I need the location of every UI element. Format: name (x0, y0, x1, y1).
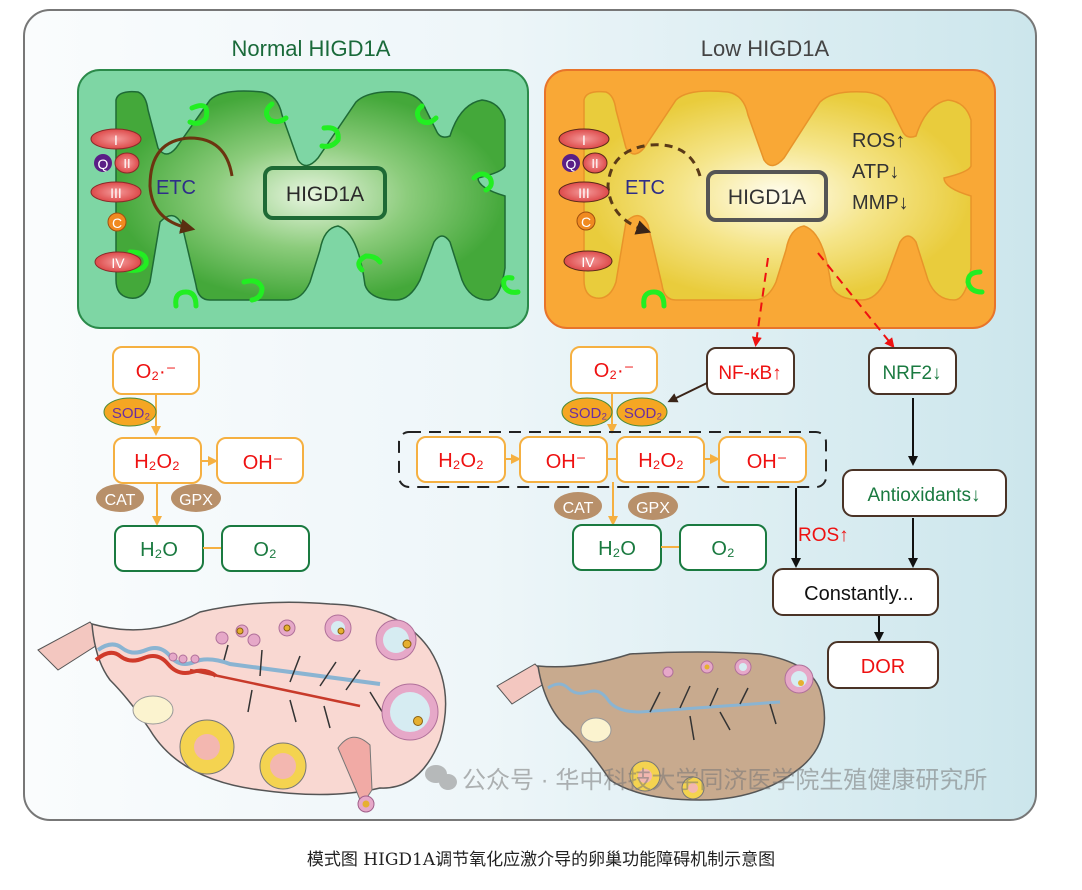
svg-text:Q: Q (566, 156, 577, 172)
low-chain-oh-2: OH⁻ (747, 451, 788, 473)
normal-ros-pathway: O₂·⁻ SOD₂ H₂O₂ OH⁻ CAT GPX H₂O O₂ (96, 346, 310, 572)
svg-text:II: II (123, 156, 130, 171)
low-chain-h2o2-2: H₂O₂ (638, 450, 684, 472)
low-etc-label: ETC (625, 177, 665, 199)
low-h2o: H₂O (598, 538, 636, 560)
low-ovary-illustration (496, 651, 826, 801)
dor-box (827, 641, 939, 689)
svg-text:C: C (112, 215, 122, 231)
antioxidants-box (842, 469, 1007, 517)
nrf2-box (868, 347, 957, 395)
signaling-cascade: NF-κB↑ NRF2↓ Antioxidants↓ ROS↑ Constant… (667, 347, 1007, 689)
normal-h2o: H₂O (140, 539, 178, 561)
normal-etc-complexes: I Q II III C IV (90, 128, 142, 273)
normal-panel-title: Normal HIGD1A (232, 36, 391, 61)
normal-o2: O₂ (253, 539, 276, 561)
svg-text:I: I (114, 132, 118, 148)
normal-sod2: SOD₂ (112, 405, 151, 422)
normal-superoxide: O₂·⁻ (136, 361, 177, 383)
figure-caption: 模式图 HIGD1A调节氧化应激介导的卵巢功能障碍机制示意图 (306, 850, 776, 870)
low-chain-h2o2-1: H₂O₂ (438, 450, 484, 472)
watermark-text: 公众号 · 华中科技大学同济医学院生殖健康研究所 (462, 767, 987, 794)
low-panel-title: Low HIGD1A (701, 36, 830, 61)
arrow-higd1a-to-nrf2 (817, 252, 895, 349)
antioxidants-label: Antioxidants↓ (867, 485, 980, 506)
nfkb-box (706, 347, 795, 395)
normal-ovary-illustration (37, 601, 447, 813)
ros-cycle-dashed-box (398, 431, 827, 488)
normal-higd1a-box (263, 166, 387, 220)
normal-mitochondrion: ETC HIGD1A I Q II III C IV (77, 69, 529, 329)
low-higd1a-box (706, 170, 828, 222)
svg-text:III: III (578, 185, 590, 201)
low-etc-complexes: I Q II III C IV (558, 128, 613, 272)
normal-cat: CAT (105, 492, 136, 509)
normal-higd1a-label: HIGD1A (286, 183, 364, 206)
low-gpx: GPX (636, 500, 670, 517)
low-effect-atp: ATP↓ (852, 161, 899, 183)
low-mitochondrion: ETC HIGD1A ROS↑ ATP↓ MMP↓ I Q II III C I… (544, 69, 996, 329)
low-superoxide: O₂·⁻ (594, 360, 635, 382)
watermark: 公众号 · 华中科技大学同济医学院生殖健康研究所 (425, 765, 987, 794)
low-sod2-1: SOD₂ (569, 405, 608, 422)
svg-text:IV: IV (111, 255, 125, 271)
low-ros-pathway: O₂·⁻ SOD₂ SOD₂ H₂O₂ OH⁻ H₂O₂ OH⁻ CAT GPX… (398, 346, 827, 571)
low-sod2-2: SOD₂ (624, 405, 663, 422)
svg-text:C: C (581, 214, 591, 230)
normal-h2o2: H₂O₂ (134, 451, 180, 473)
low-cat: CAT (563, 500, 594, 517)
svg-text:II: II (591, 156, 598, 171)
constantly-label: Constantly... (804, 583, 914, 605)
dor-label: DOR (861, 656, 905, 678)
svg-text:IV: IV (581, 254, 595, 270)
nrf2-label: NRF2↓ (882, 363, 941, 384)
low-effect-ros: ROS↑ (852, 130, 905, 152)
svg-text:III: III (110, 185, 122, 201)
svg-text:I: I (582, 132, 586, 148)
normal-oh: OH⁻ (243, 452, 284, 474)
low-effect-mmp: MMP↓ (852, 192, 909, 214)
normal-etc-label: ETC (156, 177, 196, 199)
wechat-icon (425, 765, 457, 790)
nfkb-label: NF-κB↑ (718, 363, 781, 384)
low-chain-oh-1: OH⁻ (546, 451, 587, 473)
low-o2: O₂ (711, 538, 734, 560)
low-higd1a-label: HIGD1A (728, 186, 806, 209)
constantly-box (772, 568, 939, 616)
svg-text:Q: Q (98, 156, 109, 172)
ros-increase-label: ROS↑ (798, 525, 849, 546)
normal-gpx: GPX (179, 492, 213, 509)
